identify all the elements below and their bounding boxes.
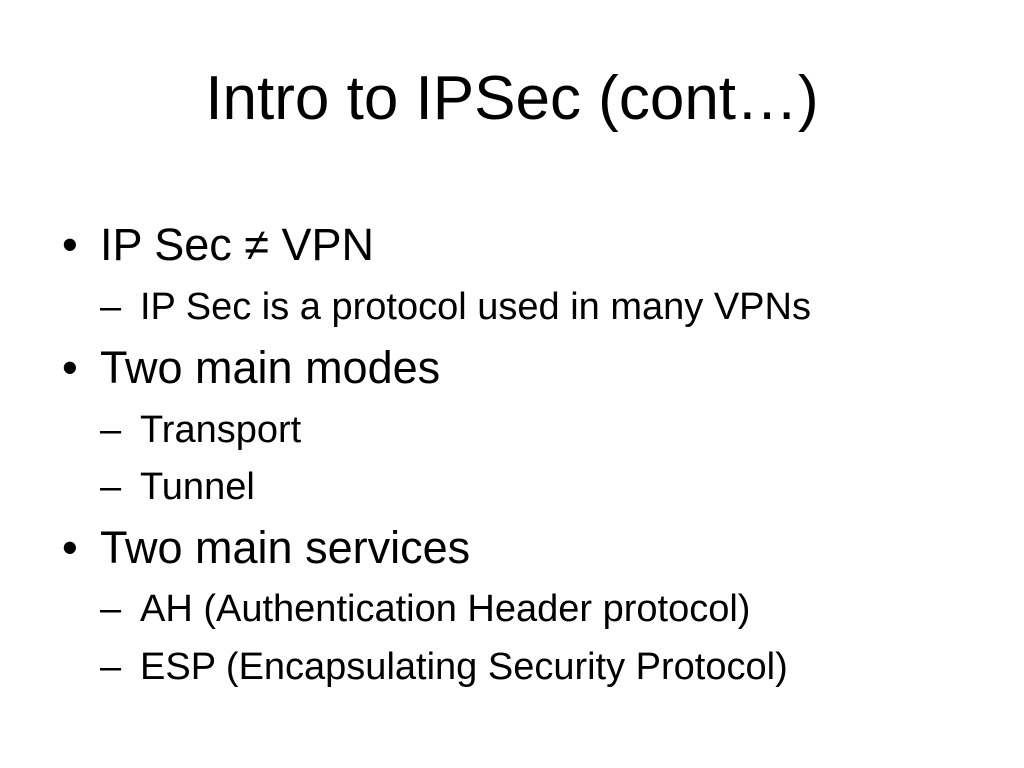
bullet-marker: • — [62, 219, 78, 270]
bullet-item: • Two main modes — [0, 342, 1024, 394]
sub-bullet-text: IP Sec is a protocol used in many VPNs — [140, 286, 811, 328]
slide-title: Intro to IPSec (cont…) — [205, 64, 819, 133]
sub-bullet-text: ESP (Encapsulating Security Protocol) — [140, 646, 788, 688]
bullet-text: Two main modes — [100, 342, 441, 393]
bullet-item: • IP Sec ≠ VPN — [0, 219, 1024, 271]
bullet-marker: • — [62, 342, 78, 393]
dash-marker: – — [100, 588, 122, 630]
dash-marker: – — [100, 409, 122, 451]
sub-bullet-text: Tunnel — [140, 466, 255, 508]
sub-bullet-text: Transport — [140, 409, 302, 451]
sub-bullet-item: – ESP (Encapsulating Security Protocol) — [0, 645, 1024, 689]
bullet-text: Two main services — [100, 522, 471, 573]
bullet-item: • Two main services — [0, 522, 1024, 574]
dash-marker: – — [100, 466, 122, 508]
sub-bullet-item: – AH (Authentication Header protocol) — [0, 587, 1024, 631]
bullet-marker: • — [62, 522, 78, 573]
sub-bullet-item: – Tunnel — [0, 465, 1024, 509]
sub-bullet-item: – Transport — [0, 408, 1024, 452]
sub-bullet-item: – IP Sec is a protocol used in many VPNs — [0, 285, 1024, 329]
sub-bullet-text: AH (Authentication Header protocol) — [140, 588, 751, 630]
dash-marker: – — [100, 286, 122, 328]
dash-marker: – — [100, 646, 122, 688]
bullet-text: IP Sec ≠ VPN — [100, 219, 374, 270]
